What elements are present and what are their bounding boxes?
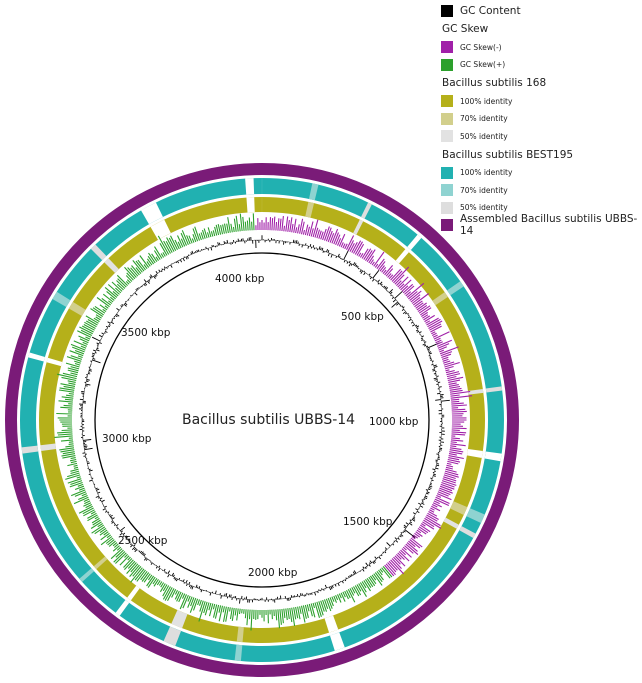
ring-best195-gap xyxy=(115,600,130,616)
legend-label-best195-70: 70% identity xyxy=(460,185,508,195)
ring-bs168-gap xyxy=(467,388,484,395)
legend-label-gc-skew-pos: GC Skew(+) xyxy=(460,60,506,70)
ring-bs168-gap xyxy=(305,201,315,218)
legend-label-bs168-70: 70% identity xyxy=(460,114,508,124)
ring-best195-gap xyxy=(329,632,345,651)
ring-best195-gap xyxy=(407,234,422,250)
ring-bs168-gap xyxy=(443,517,459,529)
tick-label-2000: 2000 kbp xyxy=(248,567,298,579)
legend-title-gc-skew: GC Skew xyxy=(442,23,489,35)
legend-gc-skew-pos: GC Skew(+) xyxy=(441,56,641,74)
backbone-circle xyxy=(94,252,430,588)
ring-assembled-genome xyxy=(5,163,519,677)
ring-best195-gap xyxy=(361,202,372,219)
tick-label-3000: 3000 kbp xyxy=(102,433,152,445)
backbone-ring xyxy=(94,252,430,588)
legend-best195-70: 70% identity xyxy=(441,182,641,200)
ring-bs168-gap xyxy=(466,448,483,458)
legend-best195-50: 50% identity xyxy=(441,199,641,217)
ring-bs168-gap xyxy=(40,443,57,452)
legend-label-gc-content: GC Content xyxy=(460,4,521,17)
legend-swatch-bs168-70 xyxy=(441,112,453,125)
ring-best195-gap xyxy=(484,451,502,462)
ring-bs168-gap xyxy=(432,292,448,306)
ring-best195-gap xyxy=(459,526,476,539)
ring-bs168-gap xyxy=(246,197,255,213)
legend: GC Content GC Skew GC Skew(-) GC Skew(+)… xyxy=(441,2,641,237)
legend-gc-skew-neg: GC Skew(-) xyxy=(441,39,641,57)
legend-swatch-gc-content xyxy=(441,4,453,17)
ring-bs168-gap xyxy=(236,626,244,643)
ring-bs168-gap xyxy=(324,615,339,633)
tick-labels: 500 kbp 1000 kbp 1500 kbp 2000 kbp 2500 … xyxy=(102,273,419,579)
ring-bs168-gap xyxy=(353,219,364,235)
tick-label-500: 500 kbp xyxy=(341,311,384,323)
tick-label-1000: 1000 kbp xyxy=(369,416,419,428)
ring-bs168-gap xyxy=(127,585,140,601)
ring-best195-gap xyxy=(308,183,319,201)
ring-best195-gap xyxy=(245,178,255,195)
gc-content-track xyxy=(78,235,450,604)
ring-bs168-gap xyxy=(171,610,188,629)
ring-bs168 xyxy=(38,197,485,643)
ring-bs168-gap xyxy=(104,258,119,273)
legend-bs168-50: 50% identity xyxy=(441,128,641,146)
legend-swatch-best195-50 xyxy=(441,201,453,214)
ring-best195-gap xyxy=(52,291,71,307)
legend-label-gc-skew-neg: GC Skew(-) xyxy=(460,42,502,52)
legend-bs168-100: 100% identity xyxy=(441,93,641,111)
ring-bs168-gap xyxy=(150,219,171,240)
legend-swatch-best195-100 xyxy=(441,166,453,179)
ring-bs168-gap xyxy=(395,249,409,264)
legend-label-best195-50: 50% identity xyxy=(460,203,508,213)
legend-title-best195: Bacillus subtilis BEST195 xyxy=(442,148,574,161)
center-title: Bacillus subtilis UBBS-14 xyxy=(182,412,355,428)
ring-best195-gap xyxy=(90,244,107,261)
ring-best195-gap xyxy=(141,202,163,225)
gc-skew-track xyxy=(54,213,473,631)
gc-content-series xyxy=(78,235,450,604)
tick-label-4000: 4000 kbp xyxy=(215,273,265,285)
ring-best195-gap xyxy=(466,508,485,524)
ring-bs168-gap xyxy=(68,301,86,316)
gc-skew-positive-series xyxy=(54,213,393,631)
legend-swatch-gc-skew-pos xyxy=(441,58,453,71)
legend-label-bs168-100: 100% identity xyxy=(460,96,513,106)
genome-rings xyxy=(5,163,519,677)
legend-label-assembled: Assembled Bacillus subtilis UBBS-14 xyxy=(460,213,638,238)
legend-swatch-assembled xyxy=(441,219,453,232)
legend-swatch-best195-70 xyxy=(441,184,453,197)
legend-bs168-70: 70% identity xyxy=(441,110,641,128)
ring-bs168-gap xyxy=(450,501,468,515)
legend-assembled: Assembled Bacillus subtilis UBBS-14 xyxy=(441,213,641,237)
legend-swatch-gc-skew-neg xyxy=(441,41,453,54)
gc-skew-negative-series xyxy=(255,216,473,577)
legend-label-bs168-50: 50% identity xyxy=(460,131,508,141)
ring-best195-gap xyxy=(447,281,464,296)
ring-best195-gap xyxy=(163,626,182,646)
legend-best195-100: 100% identity xyxy=(441,164,641,182)
legend-title-bs168: Bacillus subtilis 168 xyxy=(442,77,547,89)
legend-swatch-bs168-100 xyxy=(441,95,453,108)
ring-best195-gap xyxy=(28,352,45,362)
ring-best195-gap xyxy=(79,568,95,582)
tick-label-3500: 3500 kbp xyxy=(121,327,171,339)
tick-label-1500: 1500 kbp xyxy=(343,516,393,528)
ring-best195-gap xyxy=(234,644,243,662)
ring-best195-gap xyxy=(21,445,39,454)
ring-bs168-gap xyxy=(93,556,108,570)
tick-label-2500: 2500 kbp xyxy=(118,535,168,547)
ring-bs168-gap xyxy=(46,357,63,367)
legend-gc-content: GC Content xyxy=(441,2,641,20)
legend-label-best195-100: 100% identity xyxy=(460,168,513,178)
ring-best195 xyxy=(19,178,504,663)
legend-swatch-bs168-50 xyxy=(441,130,453,143)
ring-best195-gap xyxy=(485,386,503,393)
